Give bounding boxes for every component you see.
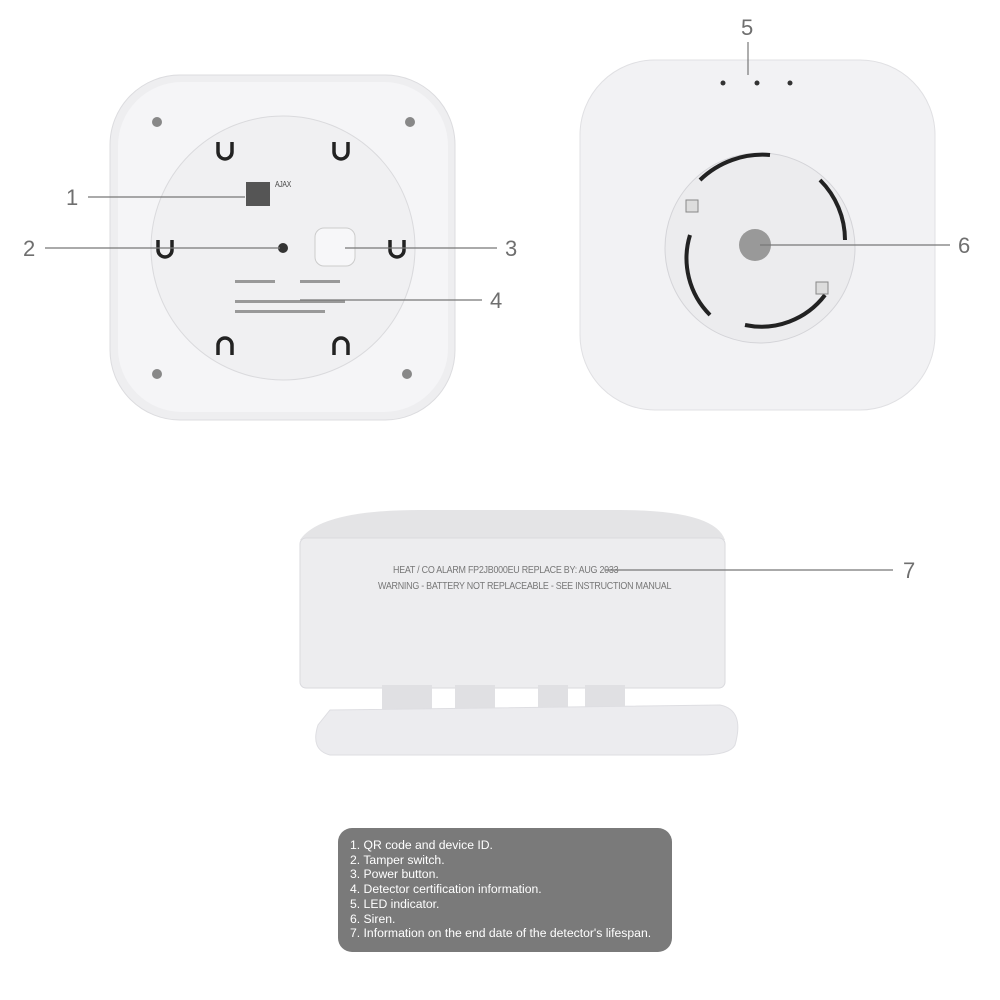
tamper-switch <box>278 243 288 253</box>
siren <box>739 229 771 261</box>
legend-item: 5. LED indicator. <box>350 896 440 911</box>
callout-4: 4 <box>490 288 503 313</box>
callout-3: 3 <box>505 236 518 261</box>
device-brand: AJAX <box>275 180 291 189</box>
callout-lines <box>45 42 950 571</box>
device-side-view <box>299 510 739 756</box>
device-front-view <box>579 59 936 411</box>
legend-item: 4. Detector certification information. <box>350 882 542 897</box>
device-label-line1: HEAT / CO ALARM FP2JB000EU REPLACE BY: A… <box>393 564 619 576</box>
callout-1: 1 <box>66 185 79 210</box>
qr-code <box>246 182 270 206</box>
led-indicator <box>720 80 793 86</box>
device-back-view <box>109 74 456 421</box>
legend-item: 7. Information on the end date of the de… <box>350 926 652 941</box>
legend-box: 1. QR code and device ID. 2. Tamper swit… <box>338 828 672 952</box>
callout-5: 5 <box>741 15 754 40</box>
callout-2: 2 <box>23 236 36 261</box>
callout-6: 6 <box>958 233 971 258</box>
legend-item: 2. Tamper switch. <box>350 852 445 867</box>
legend-item: 3. Power button. <box>350 867 439 882</box>
legend-item: 6. Siren. <box>350 911 396 926</box>
power-button <box>314 227 356 267</box>
device-label-line2: WARNING - BATTERY NOT REPLACEABLE - SEE … <box>378 580 672 592</box>
callout-7: 7 <box>903 558 916 583</box>
legend-item: 1. QR code and device ID. <box>350 838 493 852</box>
